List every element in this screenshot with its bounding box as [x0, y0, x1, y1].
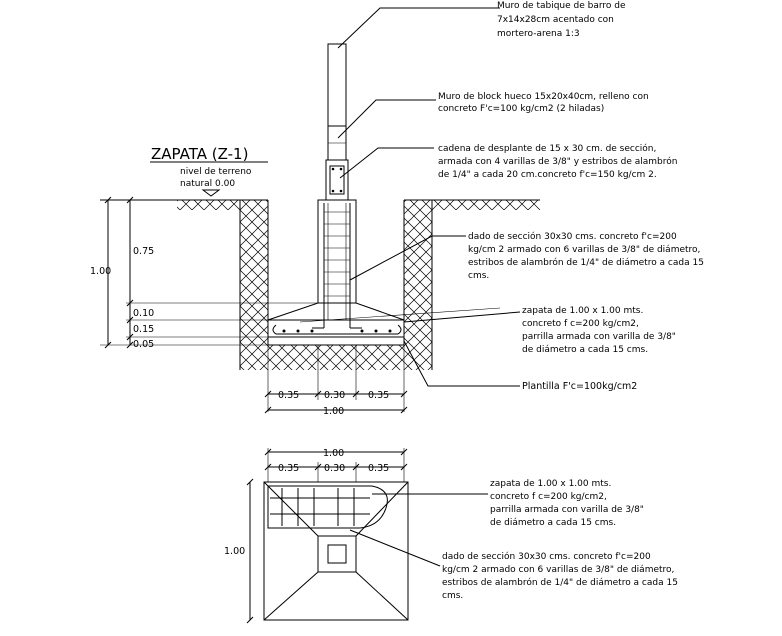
plantilla [267, 336, 405, 346]
note-dado-3: estribos de alambrón de 1/4" de diámetro… [468, 257, 704, 268]
drawing-title: ZAPATA (Z-1) [151, 145, 248, 163]
plan-note-zapata-4: de diámetro a cada 15 cms. [490, 518, 616, 528]
plan-dim-w-total: 1.00 [323, 448, 344, 459]
plan-note-zapata-3: parrilla armada con varilla de 3/8" [490, 505, 644, 515]
plan-dim-h-total: 1.00 [224, 546, 245, 557]
plan-rebar-cutaway [267, 485, 388, 529]
soil-bottom [268, 345, 404, 370]
dim-h1: 0.75 [133, 246, 154, 257]
soil-left [240, 200, 268, 370]
plan-note-zapata-1: zapata de 1.00 x 1.00 mts. [490, 479, 611, 489]
note-cadena-1: cadena de desplante de 15 x 30 cm. de se… [438, 143, 656, 154]
plan-rebar-grid [270, 488, 370, 526]
brick-wall [327, 43, 347, 127]
horizontal-dimensions [264, 345, 408, 414]
plan-haunch-lines [263, 481, 409, 621]
plan-dim-w-left: 0.35 [278, 463, 299, 474]
dim-w-right: 0.35 [368, 390, 389, 401]
note-tabique-3: mortero-arena 1:3 [497, 29, 580, 39]
plan-note-dado-4: cms. [442, 591, 463, 601]
note-zapata-4: de diámetro a cada 15 cms. [522, 345, 648, 355]
note-block-1: Muro de block hueco 15x20x40cm, relleno … [438, 92, 649, 102]
dim-total-height: 1.00 [90, 266, 111, 277]
plan-leader-dado [349, 529, 441, 567]
plan-note-dado-3: estribos de alambrón de 1/4" de diámetro… [442, 577, 678, 588]
level-marker-icon [201, 189, 221, 197]
dim-w-mid: 0.30 [324, 390, 345, 401]
note-dado-1: dado de sección 30x30 cms. concreto f'c=… [468, 231, 677, 242]
soil-top-left [177, 200, 240, 210]
note-zapata-2: concreto f c=200 kg/cm2, [522, 319, 639, 329]
plan-note-zapata-2: concreto f c=200 kg/cm2, [490, 492, 607, 502]
note-dado-4: cms. [468, 271, 489, 281]
note-tabique-2: 7x14x28cm acentado con [497, 15, 614, 25]
footing-rebar [272, 324, 402, 335]
footing-haunch [267, 302, 405, 321]
plan-column [327, 544, 347, 564]
note-zapata-3: parrilla armada con varilla de 3/8" [522, 332, 676, 342]
dim-h4: 0.05 [133, 339, 154, 350]
plan-pedestal [317, 535, 357, 573]
soil-right [404, 200, 432, 370]
vertical-dimensions [100, 196, 318, 349]
plan-note-dado-2: kg/cm 2 armado con 6 varillas de 3/8" de… [442, 565, 674, 575]
note-tabique-1: Muro de tabique de barro de [497, 1, 626, 11]
footing-rebar-dots [282, 329, 392, 333]
dim-w-total: 1.00 [323, 406, 344, 417]
dim-h3: 0.15 [133, 324, 154, 335]
note-cadena-2: armada con 4 varillas de 3/8" y estribos… [438, 156, 677, 167]
plan-view: 1.00 0.35 0.30 0.35 1.00 zapata de 1 [224, 448, 678, 624]
note-zapata-1: zapata de 1.00 x 1.00 mts. [522, 306, 643, 316]
ground-level-value: natural 0.00 [180, 179, 235, 189]
plan-footing-outline [263, 481, 409, 621]
plan-dim-w-mid: 0.30 [324, 463, 345, 474]
dim-w-left: 0.35 [278, 390, 299, 401]
note-block-2: concreto F'c=100 kg/cm2 (2 hiladas) [438, 104, 604, 114]
ground-level-label: nivel de terreno [180, 167, 252, 177]
pedestal-rebar [312, 203, 362, 329]
footing-slab [267, 319, 405, 338]
plan-dim-w-right: 0.35 [368, 463, 389, 474]
plan-note-dado-1: dado de sección 30x30 cms. concreto f'c=… [442, 551, 651, 562]
note-plantilla: Plantilla F'c=100kg/cm2 [522, 381, 637, 392]
section-view: ZAPATA (Z-1) nivel de terreno natural 0.… [90, 1, 704, 417]
leader-lines [299, 7, 521, 387]
soil-top-right [432, 200, 540, 210]
tie-beam-stirrup [329, 165, 345, 195]
note-cadena-3: de 1/4" a cada 20 cm.concreto f'c=150 kg… [438, 170, 657, 180]
note-dado-2: kg/cm 2 armado con 6 varillas de 3/8" de… [468, 245, 700, 255]
plan-horizontal-dimensions [264, 448, 408, 482]
dim-h2: 0.10 [133, 308, 154, 319]
